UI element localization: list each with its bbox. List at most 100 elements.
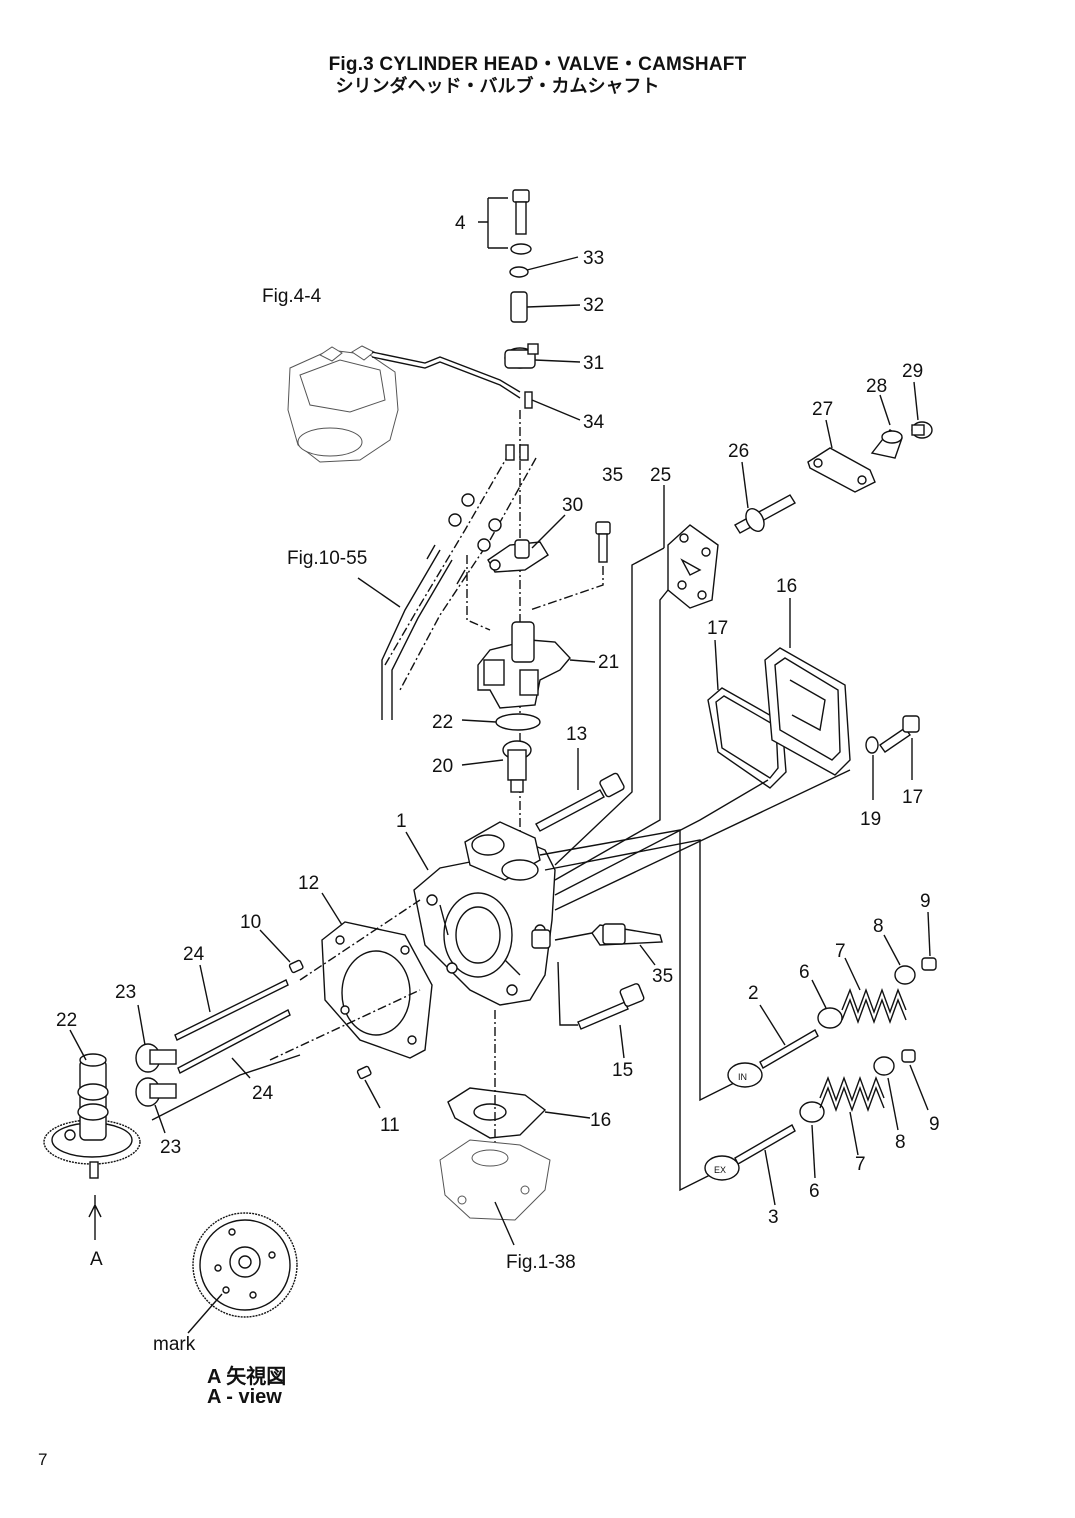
valve-key-part-8 (921, 957, 937, 971)
dowel-pin-part-9b (356, 1065, 372, 1080)
tappet-part-22 (135, 1043, 177, 1107)
carburetor-illustration (287, 345, 521, 463)
ref-label-fig-10-55: Fig.10-55 (287, 548, 367, 569)
cap-part-28 (911, 421, 933, 439)
callout-29: 30 (562, 495, 583, 516)
washer-part-32 (509, 266, 529, 278)
callout-3: 3 (768, 1207, 779, 1228)
boot-part-27 (870, 429, 903, 459)
callout-21: 22 (56, 1010, 77, 1031)
view-caption-jp: A 矢視図 (207, 1366, 287, 1388)
callout-27: 28 (866, 376, 887, 397)
callout-10: 12 (298, 873, 319, 894)
callout-19: 21 (598, 652, 619, 673)
callout-12: 15 (612, 1060, 633, 1081)
callout-34: 34 (583, 412, 605, 433)
camshaft-part-21 (43, 1053, 141, 1179)
callout-15: 17 (707, 618, 728, 639)
pin-part-34 (524, 391, 533, 409)
callout-26: 27 (812, 399, 833, 420)
ref-label-fig-4-4: Fig.4-4 (262, 286, 322, 307)
callout-14: 16 (776, 576, 797, 597)
callout-30: 31 (583, 353, 604, 374)
svg-text:EX: EX (714, 1165, 726, 1175)
cylinder-head-part-1 (413, 821, 556, 1006)
callout-22a: 23 (115, 982, 136, 1003)
fuel-lines (381, 444, 537, 720)
callout-24: 25 (650, 465, 671, 486)
thermostat-part-18 (502, 740, 532, 793)
callout-5a: 6 (799, 962, 810, 983)
callout-33: 35 (602, 465, 623, 486)
callout-16: 17 (902, 787, 923, 808)
valve-key-part-8b (901, 1049, 916, 1063)
callout-7b: 8 (895, 1132, 906, 1153)
callout-6b: 7 (855, 1154, 866, 1175)
washer-part-17 (865, 736, 879, 754)
callout-17: 19 (860, 809, 881, 830)
callout-2: 2 (748, 983, 759, 1004)
bolt-part-33 (595, 521, 611, 563)
spring-cap-part-7 (894, 965, 916, 985)
head-gasket-part-10 (321, 921, 433, 1059)
housing-part-19 (477, 621, 571, 709)
gasket-part-15 (707, 687, 787, 789)
mark-label: mark (153, 1334, 196, 1355)
holder-part-30 (504, 343, 539, 369)
callout-20: 22 (432, 712, 453, 733)
callout-7a: 8 (873, 916, 884, 937)
callout-8a: 9 (920, 891, 931, 912)
view-arrow-label: A (90, 1249, 103, 1270)
callout-32: 33 (583, 248, 604, 269)
callout-9b: 11 (380, 1115, 400, 1136)
callout-labels: Fig.4-4 Fig.10-55 Fig.1-38 4 33 32 31 34… (56, 213, 940, 1355)
stud-part-25 (734, 494, 796, 534)
a-view-gear-illustration (187, 1212, 298, 1334)
callout-6a: 7 (835, 941, 846, 962)
callout-23a: 24 (183, 944, 205, 965)
gasket-part-20 (495, 713, 541, 731)
callout-11: 13 (566, 724, 587, 745)
valve-spring-part-6b (819, 1075, 885, 1113)
page-number: 7 (38, 1450, 48, 1469)
callout-8b: 9 (929, 1114, 940, 1135)
callout-28: 29 (902, 361, 923, 382)
callout-18: 20 (432, 756, 453, 777)
spring-cap-part-7b (873, 1056, 895, 1076)
ref-label-fig-1-38: Fig.1-38 (506, 1252, 576, 1273)
retainer-part-5b (799, 1101, 825, 1123)
valve-part-3: EX (704, 1124, 796, 1181)
bolt-part-16 (879, 715, 920, 753)
figure-title: Fig.3 CYLINDER HEAD・VALVE・CAMSHAFT (328, 54, 747, 75)
gasket-part-13 (447, 1087, 547, 1139)
bracket-part-29 (487, 539, 549, 573)
valve-spring-part-6 (841, 987, 907, 1025)
figure-subtitle-jp: シリンダヘッド・バルブ・カムシャフト (335, 76, 660, 96)
callout-9a: 10 (240, 912, 261, 933)
valve-part-2: IN (727, 1029, 819, 1088)
spark-plug-part-35 (591, 923, 663, 946)
push-rod-part-23 (174, 979, 291, 1074)
collar-part-31 (510, 291, 528, 323)
callout-4: 4 (455, 213, 466, 234)
callout-1: 1 (396, 811, 407, 832)
callout-25: 26 (728, 441, 749, 462)
callout-35: 35 (652, 966, 673, 987)
retainer-part-5 (817, 1007, 843, 1029)
plate-part-26 (807, 447, 876, 493)
callout-22b: 23 (160, 1137, 181, 1158)
manifold-illustration (439, 1139, 551, 1221)
callout-23b: 24 (252, 1083, 274, 1104)
view-caption-en: A - view (207, 1386, 282, 1408)
bolt-part-12 (577, 983, 645, 1030)
dowel-pin-part-9 (288, 959, 304, 974)
gasket-part-24 (667, 524, 719, 609)
bolt-part-11 (535, 772, 625, 832)
svg-text:IN: IN (738, 1072, 747, 1082)
bolt-part-4 (478, 189, 532, 255)
callout-13: 16 (590, 1110, 611, 1131)
callout-5b: 6 (809, 1181, 820, 1202)
cover-part-14 (764, 647, 851, 776)
callout-31: 32 (583, 295, 604, 316)
